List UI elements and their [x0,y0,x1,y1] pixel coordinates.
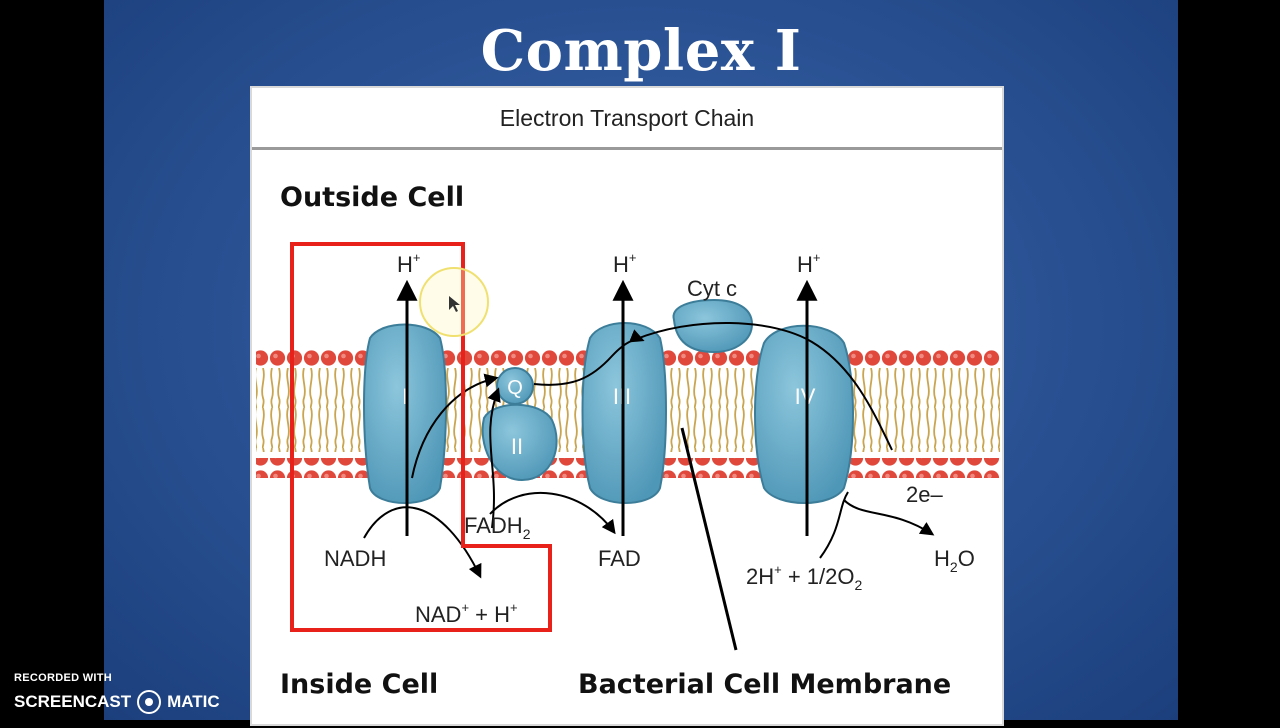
electron-path-arrows [363,322,935,651]
complex-i-label: I [402,384,408,409]
complex-i-highlight-box [290,242,552,632]
membrane-label: Bacterial Cell Membrane [578,669,951,700]
water-label: H2O [934,546,975,575]
cursor-highlight [419,267,489,337]
etc-figure: Electron Transport Chain Outside Cell In… [250,86,1004,726]
svg-text:H+: H+ [397,250,420,277]
complex-ii-label: II [511,434,523,459]
svg-text:H+: H+ [797,250,820,277]
two-electrons-label: 2e– [906,482,943,507]
outside-cell-label: Outside Cell [280,182,464,213]
screencast-watermark: RECORDED WITH SCREENCAST MATIC [14,672,220,714]
proton-pump-arrows [396,279,818,536]
etc-diagram: Outside Cell Inside Cell Bacterial Cell … [256,182,1000,700]
figure-header: Electron Transport Chain [252,88,1002,150]
fadh2-label: FADH2 [464,513,531,542]
oxygen-reaction-label: 2H+ + 1/2O2 [746,562,863,593]
complex-iv-label: IV [795,384,816,409]
slide-title: Complex I [480,18,802,84]
q-label: Q [507,377,523,399]
complex-ii [481,367,558,482]
inside-cell-label: Inside Cell [280,669,438,700]
record-icon [137,690,162,714]
svg-text:H+: H+ [613,250,636,277]
cyt-c-label: Cyt c [687,276,737,301]
proton-labels: H+ H+ H+ [397,250,820,277]
nad-label: NAD+ + H+ [415,600,518,627]
reaction-labels: NADH NAD+ + H+ FADH2 FAD 2e– 2H+ + 1/2O2… [324,482,975,627]
nadh-label: NADH [324,546,386,571]
right-black-strip [1178,0,1280,720]
fad-label: FAD [598,546,641,571]
complex-iv [754,324,854,504]
complex-i [363,323,447,504]
